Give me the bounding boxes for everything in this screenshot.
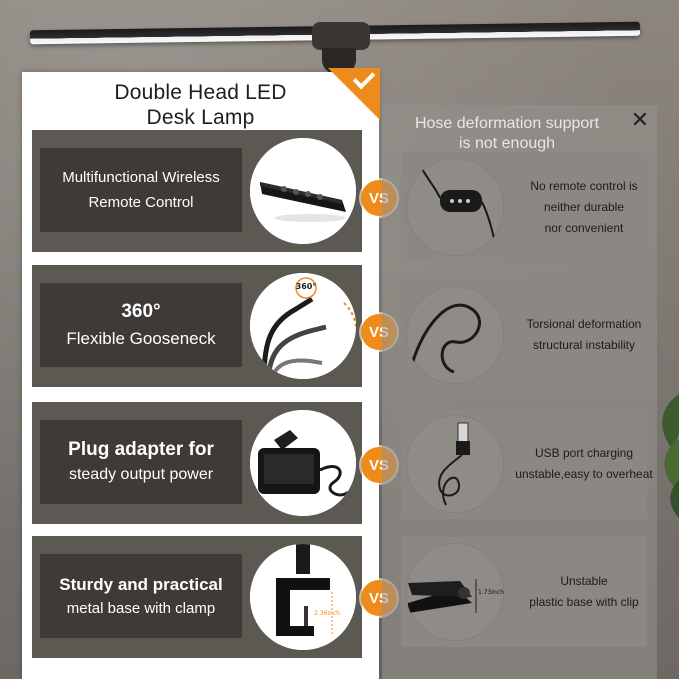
metal-clamp-image: 2.36inch — [250, 544, 356, 650]
competitor-text: No remote control is neither durable nor… — [509, 152, 659, 262]
corner-triangle — [328, 68, 380, 120]
competitor-line-2: neither durable — [543, 199, 625, 214]
bent-hose-icon — [410, 303, 481, 374]
feature-line-2: metal base with clamp — [66, 600, 216, 617]
competitor-line-1: USB port charging — [534, 446, 634, 460]
clamp-icon — [250, 544, 356, 650]
lamp-joint — [312, 22, 370, 50]
right-title-line-2: is not enough — [458, 135, 556, 152]
title-line-1: Double Head LED — [114, 81, 287, 104]
feature-label-box: 360° Flexible Gooseneck — [40, 283, 242, 367]
clip-measurement: 1.73inch — [478, 589, 504, 596]
feature-row-gooseneck: 360° Flexible Gooseneck 360° — [32, 265, 362, 387]
feature-line-1: Multifunctional Wireless — [62, 169, 220, 186]
competitor-switch-image — [406, 158, 504, 256]
competitor-line-2: plastic base with clip — [529, 595, 639, 609]
usb-cable-icon — [438, 422, 470, 506]
right-title-line-1: Hose deformation support — [414, 115, 600, 132]
feature-line-1: Sturdy and practical — [59, 575, 223, 594]
rotation-360-badge: 360° — [295, 282, 317, 291]
competitor-text: Torsional deformation structural instabi… — [509, 280, 659, 390]
feature-line-2: Remote Control — [88, 194, 194, 211]
feature-label-box: Multifunctional Wireless Remote Control — [40, 148, 242, 232]
feature-label-box: Plug adapter for steady output power — [40, 420, 242, 504]
feature-line-2: steady output power — [68, 466, 214, 483]
competitor-hose-image — [406, 286, 504, 384]
plastic-clip-icon — [408, 579, 477, 613]
title-line-2: Desk Lamp — [146, 106, 255, 129]
clamp-measurement: 2.36inch — [314, 610, 340, 617]
feature-label-box: Sturdy and practical metal base with cla… — [40, 554, 242, 638]
gooseneck-icon — [250, 273, 356, 379]
power-adapter-image — [250, 410, 356, 516]
competitor-line-2: unstable,easy to overheat — [515, 467, 653, 481]
gooseneck-image: 360° — [250, 273, 356, 379]
feature-line-1: 360° — [121, 301, 161, 322]
competitor-usb-image — [406, 415, 504, 513]
feature-row-adapter: Plug adapter for steady output power — [32, 402, 362, 524]
right-panel-title: Hose deformation support is not enough — [382, 114, 632, 154]
plant-leaves-icon — [662, 394, 679, 518]
feature-line-1: Plug adapter for — [68, 439, 214, 460]
competitor-line-1: No remote control is — [530, 178, 638, 193]
competitor-text: USB port charging unstable,easy to overh… — [509, 409, 659, 519]
remote-control-icon — [250, 138, 356, 244]
inline-switch-icon — [415, 158, 499, 256]
competitor-clip-image: 1.73inch — [406, 543, 504, 641]
competitor-line-1: Unstable — [560, 574, 608, 588]
competitor-row-usb: USB port charging unstable,easy to overh… — [401, 409, 653, 519]
competitor-row-remote: No remote control is neither durable nor… — [401, 152, 647, 262]
orange-check-corner — [328, 68, 380, 120]
competitor-line-1: Torsional deformation — [526, 317, 642, 331]
left-panel-title: Double Head LED Desk Lamp — [22, 80, 379, 130]
feature-row-remote: Multifunctional Wireless Remote Control — [32, 130, 362, 252]
competitor-row-clip: 1.73inch Unstable plastic base with clip — [401, 537, 647, 647]
competitor-line-2: structural instability — [532, 338, 636, 352]
remote-control-image — [250, 138, 356, 244]
competitor-row-hose: Torsional deformation structural instabi… — [401, 280, 647, 390]
feature-row-base: Sturdy and practical metal base with cla… — [32, 536, 362, 658]
power-adapter-icon — [250, 410, 356, 516]
close-icon: ✕ — [630, 108, 650, 133]
feature-line-2: Flexible Gooseneck — [66, 329, 216, 348]
competitor-line-3: nor convenient — [544, 220, 624, 235]
competitor-text: Unstable plastic base with clip — [509, 537, 659, 647]
